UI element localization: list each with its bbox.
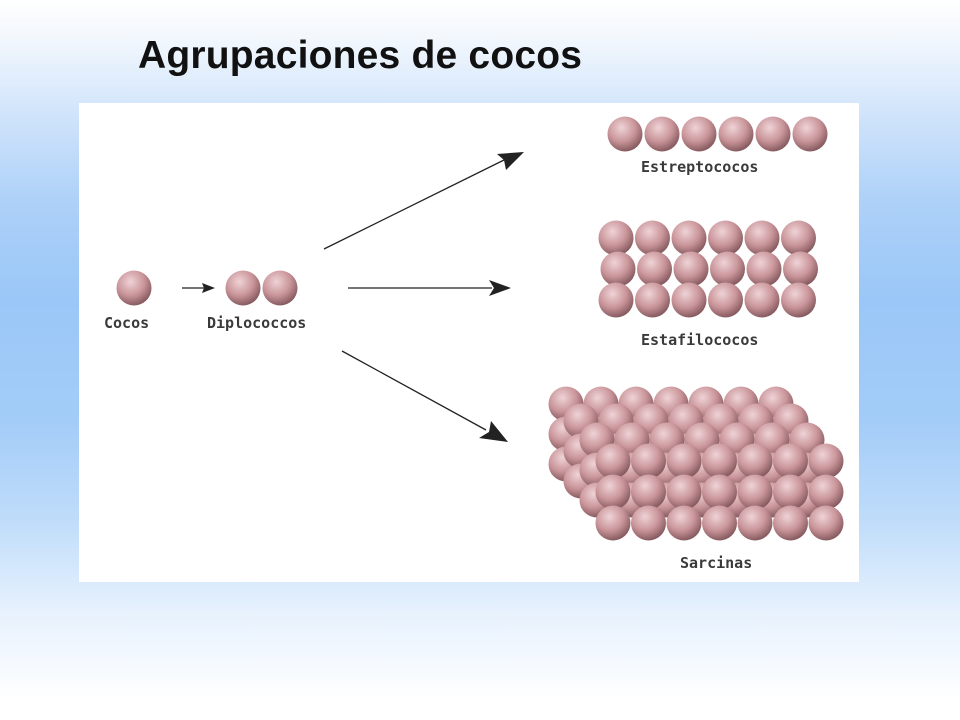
coccus-cell-icon xyxy=(781,220,816,256)
arrow-to-diplococcus xyxy=(182,283,215,293)
coccus-cell-icon xyxy=(116,270,152,306)
coccus-cell-icon xyxy=(671,282,707,318)
coccus-cell-icon xyxy=(635,220,670,256)
coccus-cell-icon xyxy=(737,505,773,541)
label-diplococcos: Diplococcos xyxy=(207,314,306,332)
coccus-cell-icon xyxy=(702,474,737,510)
coccus-cell-icon xyxy=(644,116,680,152)
diplococcus-group xyxy=(225,270,298,306)
coccus-cell-icon xyxy=(666,474,702,510)
arrow-to-sarcina xyxy=(341,350,508,442)
coccus-cell-icon xyxy=(708,282,743,318)
coccus-cell-icon xyxy=(225,270,261,306)
coccus-cell-icon xyxy=(635,282,670,318)
arrow-to-streptococcus xyxy=(323,152,524,250)
coccus-cell-icon xyxy=(702,443,737,479)
single-coccus-group xyxy=(116,270,152,306)
coccus-cell-icon xyxy=(808,443,844,479)
coccus-cell-icon xyxy=(808,474,844,510)
cocci-diagram: Cocos Diplococcos Estreptococos Estafilo… xyxy=(79,103,859,582)
coccus-cell-icon xyxy=(773,443,808,479)
coccus-cell-icon xyxy=(781,282,816,318)
coccus-cell-icon xyxy=(607,116,643,152)
slide-title: Agrupaciones de cocos xyxy=(138,34,583,77)
coccus-cell-icon xyxy=(718,116,754,152)
coccus-cell-icon xyxy=(262,270,298,306)
coccus-cell-icon xyxy=(666,505,702,541)
sarcina-cube-group xyxy=(548,386,844,541)
label-cocos: Cocos xyxy=(104,314,149,332)
coccus-cell-icon xyxy=(737,443,773,479)
coccus-cell-icon xyxy=(773,505,808,541)
label-estreptococos: Estreptococos xyxy=(641,158,758,176)
arrow-to-staphylococcus xyxy=(348,280,511,296)
staphylococcus-cluster-group xyxy=(598,220,818,318)
streptococcus-chain-group xyxy=(607,116,828,152)
coccus-cell-icon xyxy=(631,474,666,510)
coccus-cell-icon xyxy=(744,220,780,256)
coccus-cell-icon xyxy=(737,474,773,510)
coccus-cell-icon xyxy=(708,220,743,256)
coccus-cell-icon xyxy=(598,282,634,318)
coccus-cell-icon xyxy=(595,443,631,479)
coccus-cell-icon xyxy=(773,474,808,510)
coccus-cell-icon xyxy=(746,251,782,287)
coccus-cell-icon xyxy=(595,505,631,541)
coccus-cell-icon xyxy=(681,116,717,152)
coccus-cell-icon xyxy=(637,251,672,287)
coccus-cell-icon xyxy=(673,251,709,287)
coccus-cell-icon xyxy=(671,220,707,256)
coccus-cell-icon xyxy=(755,116,791,152)
coccus-cell-icon xyxy=(666,443,702,479)
coccus-cell-icon xyxy=(702,505,737,541)
coccus-cell-icon xyxy=(783,251,818,287)
coccus-cell-icon xyxy=(744,282,780,318)
coccus-cell-icon xyxy=(600,251,636,287)
coccus-cell-icon xyxy=(595,474,631,510)
label-sarcinas: Sarcinas xyxy=(680,554,752,572)
coccus-cell-icon xyxy=(631,505,666,541)
coccus-cell-icon xyxy=(808,505,844,541)
coccus-cell-icon xyxy=(598,220,634,256)
coccus-cell-icon xyxy=(631,443,666,479)
label-estafilococos: Estafilococos xyxy=(641,331,758,349)
diagram-svg: Cocos Diplococcos Estreptococos Estafilo… xyxy=(104,116,844,572)
coccus-cell-icon xyxy=(710,251,745,287)
coccus-cell-icon xyxy=(792,116,828,152)
